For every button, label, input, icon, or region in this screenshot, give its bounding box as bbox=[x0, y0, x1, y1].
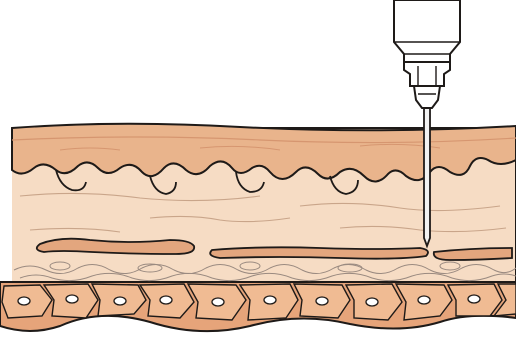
needle-collar bbox=[404, 62, 450, 86]
needle-hub bbox=[414, 86, 440, 108]
vessel-band bbox=[210, 247, 428, 258]
syringe-barrel bbox=[394, 0, 460, 62]
fat-cells bbox=[2, 284, 516, 320]
needle bbox=[424, 106, 430, 246]
vessel-band bbox=[37, 239, 194, 254]
subcutaneous-fat-layer bbox=[0, 282, 516, 331]
